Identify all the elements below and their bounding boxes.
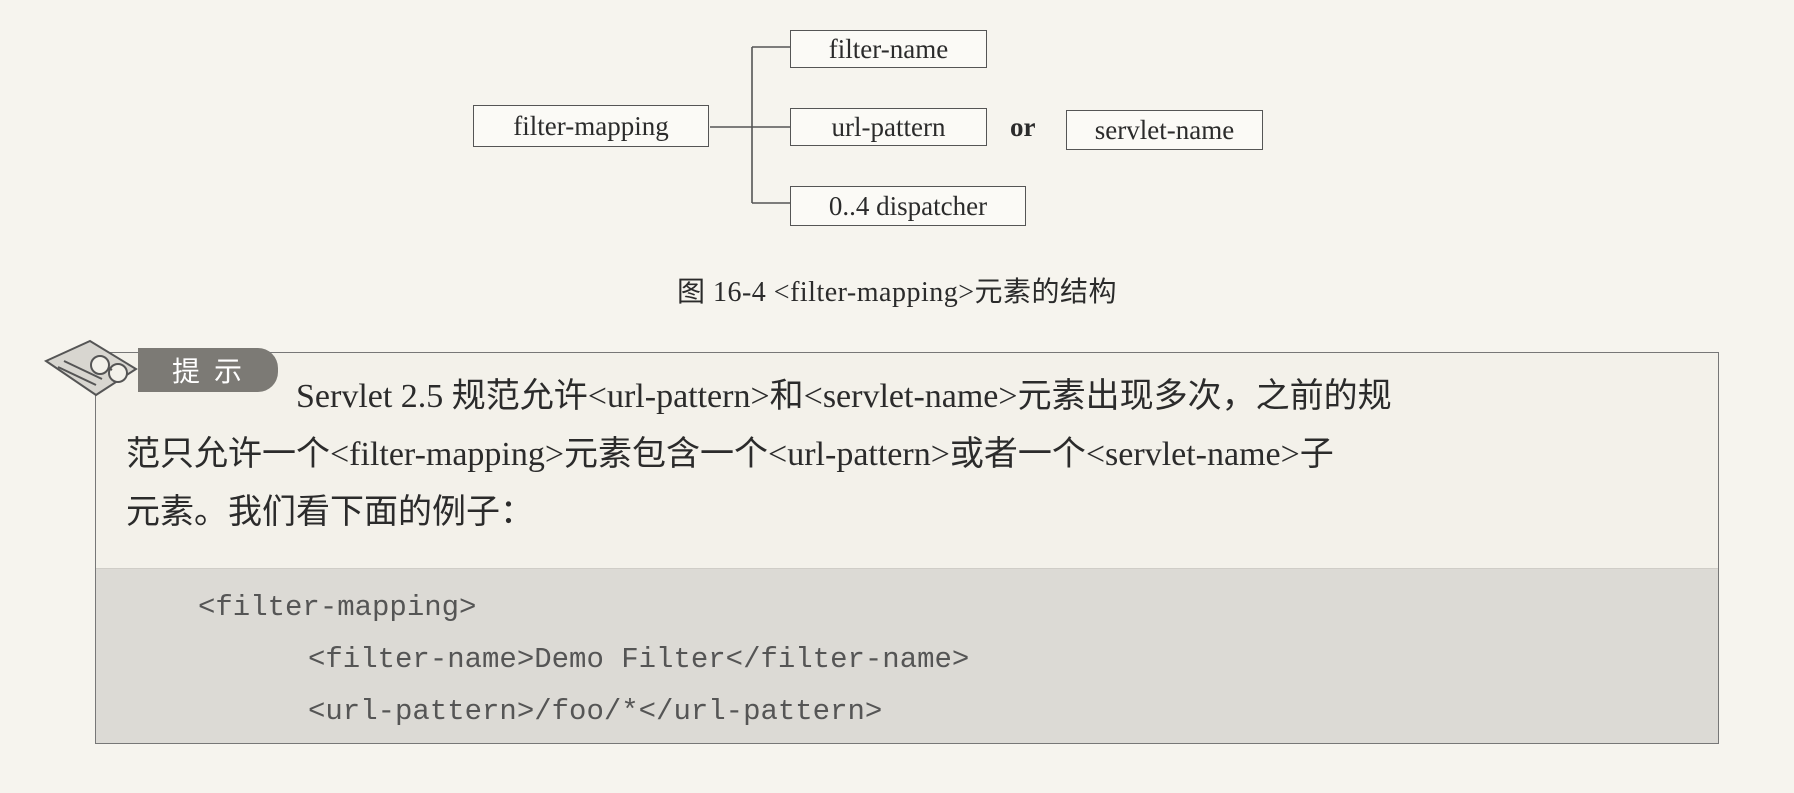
url-pattern-box: url-pattern: [790, 108, 987, 146]
diagram-connectors: [710, 46, 790, 204]
figure-caption: 图 16-4 <filter-mapping>元素的结构: [676, 277, 1118, 308]
tip-line-3: 元素。我们看下面的例子：: [126, 494, 534, 531]
code-line-2: <filter-name>Demo Filter</filter-name>: [308, 643, 970, 676]
tip-box: Servlet 2.5 规范允许<url-pattern>和<servlet-n…: [95, 352, 1719, 744]
code-line-1: <filter-mapping>: [198, 591, 477, 624]
or-label: or: [1010, 112, 1036, 142]
tip-badge: 提示: [38, 338, 283, 398]
tip-label: 提示: [138, 348, 278, 392]
note-icon: [43, 339, 138, 397]
code-block: <filter-mapping> <filter-name>Demo Filte…: [96, 568, 1718, 743]
filter-mapping-diagram: filter-mapping filter-name url-pattern o…: [0, 0, 1794, 250]
tip-paragraph: Servlet 2.5 规范允许<url-pattern>和<servlet-n…: [126, 368, 1706, 542]
tip-line-2: 范只允许一个<filter-mapping>元素包含一个<url-pattern…: [126, 436, 1334, 473]
dispatcher-box: 0..4 dispatcher: [790, 186, 1026, 226]
servlet-name-box: servlet-name: [1066, 110, 1263, 150]
filter-mapping-box: filter-mapping: [473, 105, 709, 147]
filter-name-box: filter-name: [790, 30, 987, 68]
code-line-3: <url-pattern>/foo/*</url-pattern>: [308, 695, 883, 728]
tip-line-1: Servlet 2.5 规范允许<url-pattern>和<servlet-n…: [296, 378, 1392, 415]
